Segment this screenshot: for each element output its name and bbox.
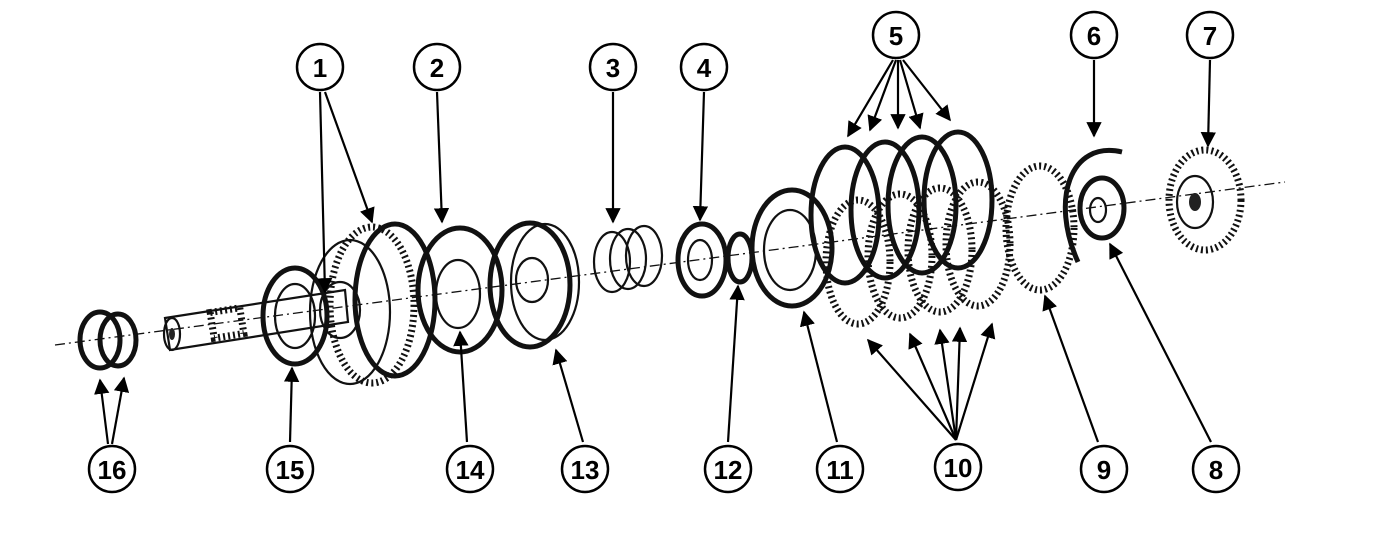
part-10-friction-plates <box>822 178 1014 328</box>
callout-11-label: 11 <box>826 455 854 485</box>
part-2-thrust-washer <box>415 225 505 355</box>
callout-2-label: 2 <box>430 53 444 83</box>
part-shaft <box>162 288 350 352</box>
callout-5: 5 <box>871 10 921 60</box>
callout-9: 9 <box>1079 444 1129 494</box>
part-7-hub <box>1165 146 1245 254</box>
part-12-snap-ring <box>725 231 755 285</box>
callout-16-label: 16 <box>98 455 127 485</box>
callout-14-label: 14 <box>456 455 485 485</box>
callout-8: 8 <box>1191 444 1241 494</box>
callout-15: 15 <box>265 444 315 494</box>
callout-10: 10 <box>933 442 983 492</box>
part-1-gear-assembly <box>308 221 438 387</box>
callout-14: 14 <box>445 444 495 494</box>
callout-12-label: 12 <box>714 455 743 485</box>
callout-12: 12 <box>703 444 753 494</box>
callout-9-label: 9 <box>1097 455 1111 485</box>
part-3-spring <box>592 224 664 294</box>
callout-15-label: 15 <box>276 455 305 485</box>
callout-10-label: 10 <box>944 453 973 483</box>
part-11-pressure-plate <box>749 187 835 309</box>
callout-4: 4 <box>679 42 729 92</box>
callout-16: 16 <box>87 444 137 494</box>
center-axis <box>54 181 1286 346</box>
callout-6-label: 6 <box>1087 21 1101 51</box>
callout-11: 11 <box>815 444 865 494</box>
part-14-inner-ring <box>434 258 482 330</box>
callout-2: 2 <box>412 42 462 92</box>
callout-13-label: 13 <box>571 455 600 485</box>
part-6-snap-ring <box>1062 148 1123 264</box>
part-15-bearing <box>260 265 330 367</box>
callout-1-label: 1 <box>313 53 327 83</box>
callout-6: 6 <box>1069 10 1119 60</box>
part-5-steel-plates <box>808 129 995 286</box>
callout-5-label: 5 <box>889 21 903 51</box>
callout-3-label: 3 <box>606 53 620 83</box>
callout-7-label: 7 <box>1203 21 1217 51</box>
part-4-retainer <box>675 221 729 299</box>
leader-lines <box>94 59 1217 445</box>
callout-7: 7 <box>1185 10 1235 60</box>
part-13-drum <box>487 220 581 350</box>
part-9-plate <box>1002 162 1078 294</box>
callout-1: 1 <box>295 42 345 92</box>
callout-3: 3 <box>588 42 638 92</box>
part-16-snap-rings <box>77 309 139 371</box>
callout-8-label: 8 <box>1209 455 1223 485</box>
part-8-washer <box>1077 175 1127 241</box>
callout-13: 13 <box>560 444 610 494</box>
callout-4-label: 4 <box>697 53 712 83</box>
